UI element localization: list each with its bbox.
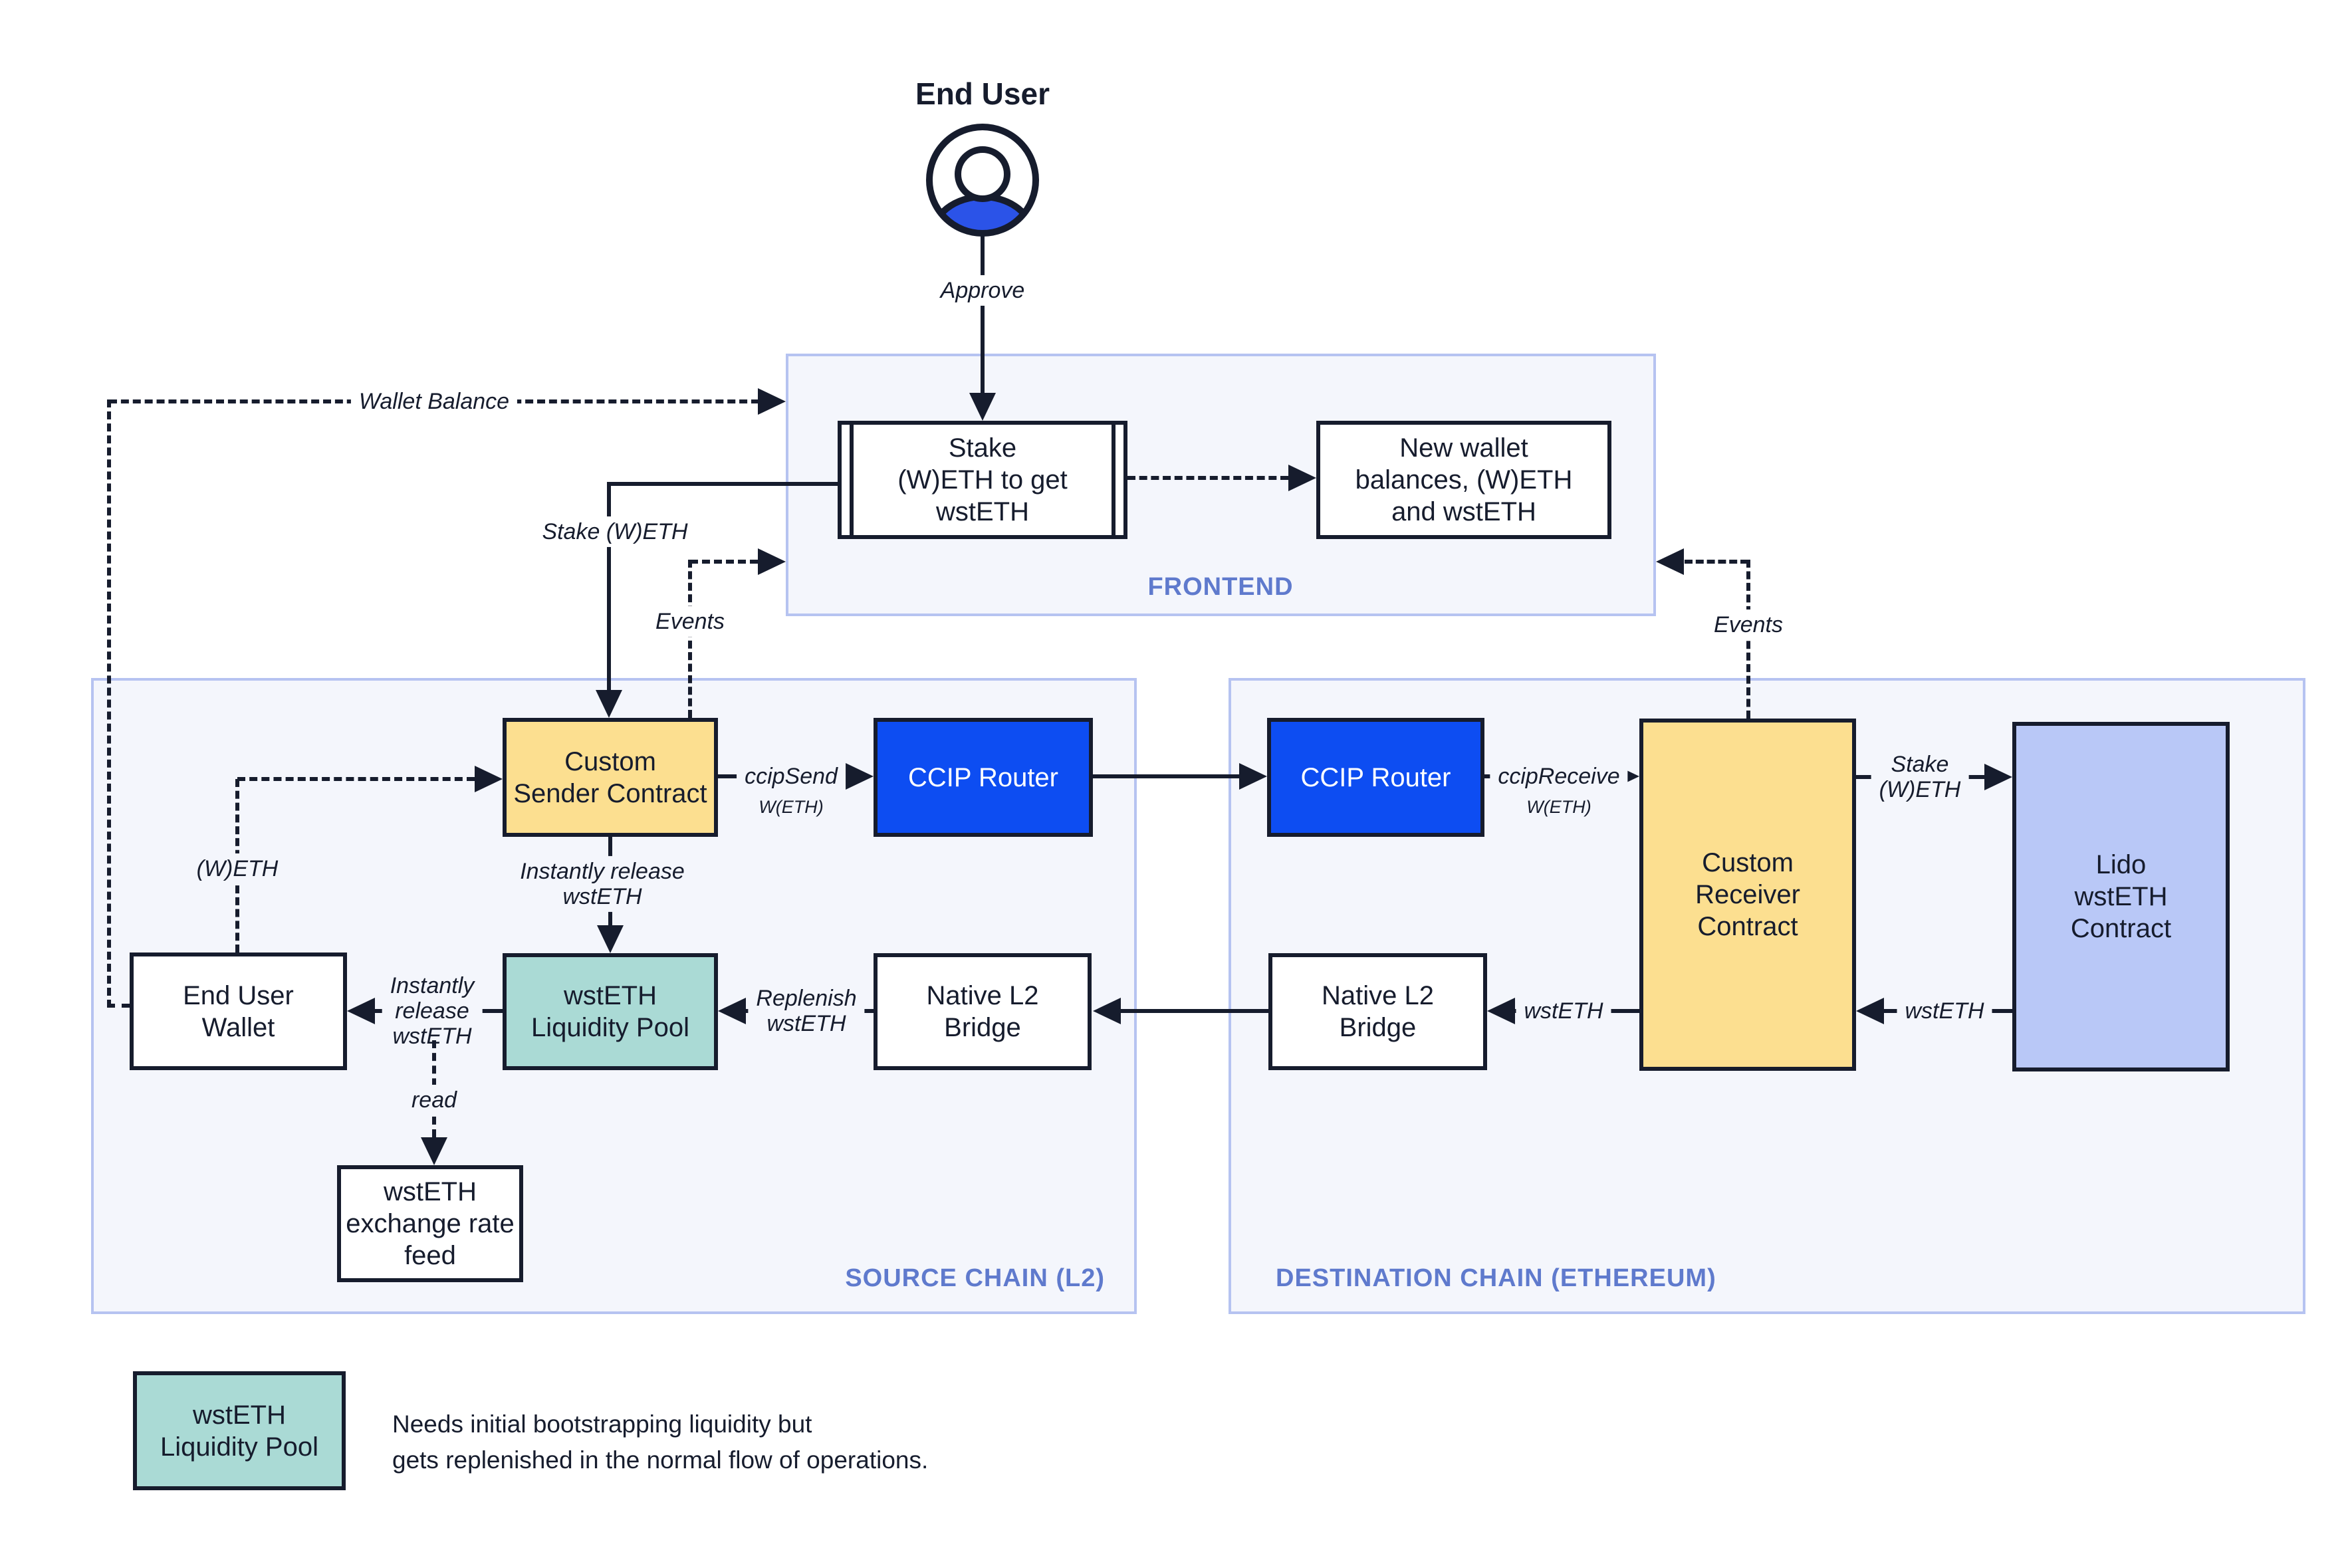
wsteth-from-lido-label: wstETH (1897, 995, 1992, 1027)
wsteth-exchange-rate-feed: wstETH exchange rate feed (337, 1165, 523, 1282)
read-label: read (403, 1084, 465, 1116)
replenish-arrowhead (718, 998, 746, 1024)
read-arrowhead (421, 1137, 447, 1165)
stake-box-bar-left (850, 425, 854, 535)
stake-weth-hline (607, 482, 838, 486)
events-left-horizontal (690, 560, 758, 564)
end-user-icon (926, 124, 1039, 237)
router-to-router-arrowhead (1239, 763, 1267, 790)
lido-wsteth-contract: Lido wstETH Contract (2012, 722, 2230, 1071)
stake-weth-right-arrowhead (1984, 764, 2012, 790)
wallet-balance-arrowhead (758, 388, 786, 415)
custom-sender-contract: Custom Sender Contract (503, 718, 718, 837)
frontend-dashed-arrowhead (1288, 465, 1316, 491)
ccipsend-arrowhead (846, 763, 874, 790)
wsteth-from-lido-arrowhead (1856, 998, 1884, 1024)
frontend-dashed-line (1127, 476, 1288, 480)
wallet-balance-vertical (107, 399, 111, 1008)
new-wallet-box: New wallet balances, (W)ETH and wstETH (1316, 421, 1611, 539)
wsteth-to-bridge-label: wstETH (1516, 995, 1611, 1027)
approve-arrowhead (969, 393, 996, 421)
wallet-balance-stub (107, 1004, 130, 1008)
wallet-balance-label: Wallet Balance (350, 386, 518, 417)
ccip-router-destination: CCIP Router (1267, 718, 1484, 837)
frontend-label: FRONTEND (1147, 573, 1294, 601)
destination-chain-label: DESTINATION CHAIN (ETHEREUM) (1276, 1264, 1716, 1292)
stake-weth-label: Stake (W)ETH (534, 516, 696, 548)
end-user-wallet: End User Wallet (130, 952, 347, 1070)
stake-weth-right-label: Stake (W)ETH (1871, 748, 1969, 806)
weth-horizontal (237, 777, 475, 781)
router-to-router-line (1093, 774, 1239, 778)
custom-receiver-contract: Custom Receiver Contract (1639, 719, 1856, 1071)
events-right-arrowhead (1656, 548, 1684, 575)
weth-arrowhead (475, 766, 503, 792)
events-left-label: Events (647, 606, 733, 637)
ccipsend-label: ccipSend (737, 760, 846, 792)
events-left-vertical (688, 560, 692, 718)
events-left-arrowhead (758, 548, 786, 575)
wsteth-liquidity-pool: wstETH Liquidity Pool (503, 953, 718, 1070)
source-chain-label: SOURCE CHAIN (L2) (845, 1264, 1105, 1292)
ccipreceive-label: ccipReceive (1490, 760, 1628, 792)
legend-wsteth-pool-box: wstETH Liquidity Pool (133, 1371, 346, 1490)
ccipreceive-token-label: W(ETH) (1518, 794, 1599, 820)
stake-weth-vline (607, 482, 611, 691)
weth-label: (W)ETH (188, 853, 287, 885)
instant-release-arrowhead (347, 998, 375, 1024)
native-l2-bridge-destination: Native L2 Bridge (1268, 953, 1487, 1070)
events-right-horizontal (1685, 560, 1748, 564)
instant-release-left-label: Instantly release wstETH (382, 970, 483, 1052)
stake-weth-arrowhead (596, 690, 622, 718)
instant-release-mid-label: Instantly release wstETH (512, 855, 693, 913)
stake-weth-box: Stake (W)ETH to get wstETH (838, 421, 1127, 539)
legend-note: Needs initial bootstrapping liquidity bu… (392, 1410, 929, 1474)
sender-to-pool-arrowhead (597, 925, 624, 953)
bridge-to-bridge-line (1121, 1009, 1268, 1013)
approve-label: Approve (932, 275, 1033, 306)
wsteth-to-bridge-arrowhead (1487, 998, 1515, 1024)
end-user-title: End User (915, 76, 1050, 111)
approve-line (981, 235, 985, 394)
native-l2-bridge-source: Native L2 Bridge (874, 953, 1092, 1070)
bridge-to-bridge-arrowhead (1093, 998, 1121, 1024)
stake-box-bar-right (1112, 425, 1115, 535)
ccipsend-token-label: W(ETH) (751, 794, 832, 820)
ccip-router-source: CCIP Router (874, 718, 1093, 837)
replenish-label: Replenish wstETH (748, 982, 865, 1040)
events-right-label: Events (1706, 609, 1791, 641)
